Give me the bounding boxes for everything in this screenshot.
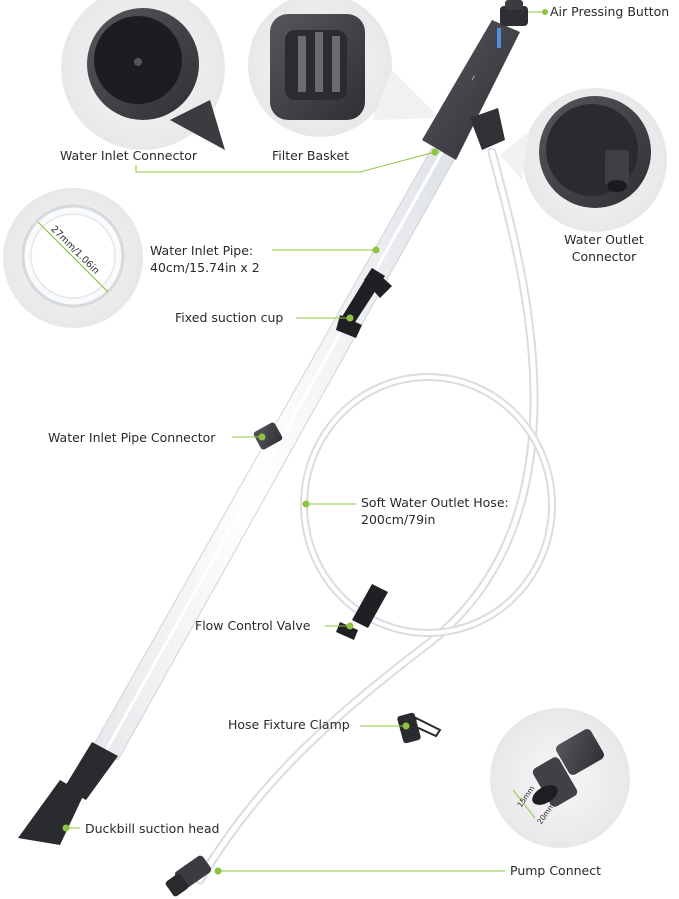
duckbill-suction-head-label: Duckbill suction head <box>85 821 220 836</box>
water-inlet-pipe-line2: 40cm/15.74in x 2 <box>150 260 260 275</box>
filter-basket-detail <box>248 0 440 137</box>
marker-dots <box>62 9 548 875</box>
hose-fixture-clamp <box>397 712 442 744</box>
water-outlet-connector-line1: Water Outlet <box>564 232 644 247</box>
water-inlet-connector-label: Water Inlet Connector <box>60 148 198 163</box>
pump-connect-label: Pump Connect <box>510 863 602 878</box>
water-outlet-connector-line2: Connector <box>571 249 637 264</box>
water-inlet-pipe-connector <box>253 422 283 450</box>
soft-water-outlet-hose-label: Soft Water Outlet Hose: 200cm/79in <box>361 494 509 528</box>
fixed-suction-cup <box>336 268 392 338</box>
soft-water-outlet-hose-line2: 200cm/79in <box>361 512 436 527</box>
pump-connect-detail: 15mm 20mm <box>490 708 630 848</box>
water-outlet-connector-detail <box>500 88 667 232</box>
soft-water-outlet-hose-line1: Soft Water Outlet Hose: <box>361 495 509 510</box>
hose-fixture-clamp-label: Hose Fixture Clamp <box>228 717 350 732</box>
air-pressing-button-label: Air Pressing Button <box>550 4 670 19</box>
water-inlet-pipe-line1: Water Inlet Pipe: <box>150 243 254 258</box>
water-inlet-pipe-label: Water Inlet Pipe: 40cm/15.74in x 2 <box>150 242 260 276</box>
fixed-suction-cup-label: Fixed suction cup <box>175 310 284 325</box>
leader-lines <box>68 11 545 872</box>
water-inlet-pipe-connector-label: Water Inlet Pipe Connector <box>48 430 216 445</box>
filter-basket-label: Filter Basket <box>272 148 350 163</box>
pump-handle: ~ <box>422 0 528 160</box>
flow-control-valve <box>336 584 388 640</box>
brand-mark: ~ <box>468 73 479 83</box>
water-inlet-connector-detail <box>61 0 225 150</box>
water-outlet-connector-label: Water Outlet Connector <box>552 231 656 265</box>
flow-control-valve-label: Flow Control Valve <box>195 618 311 633</box>
pump-connect-fitting <box>165 855 212 897</box>
pipe-diameter-detail: 27mm/1.06in <box>3 188 143 328</box>
